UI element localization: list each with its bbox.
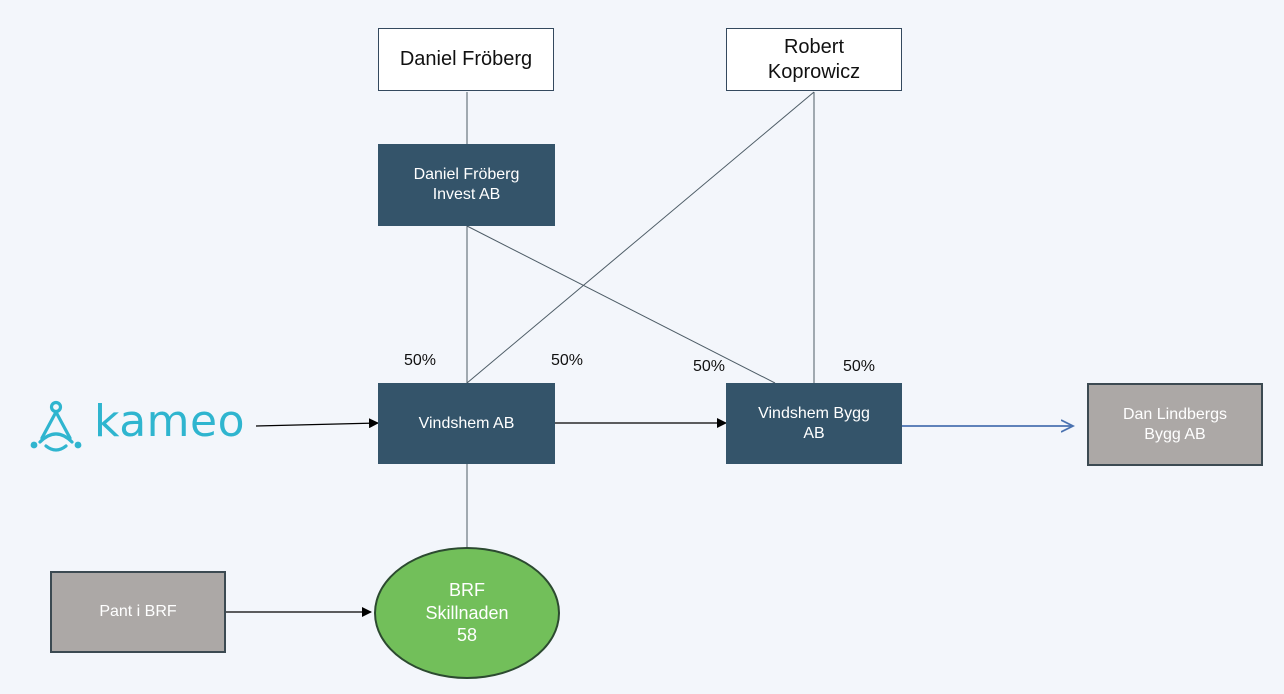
node-label: Robert Koprowicz <box>767 35 861 83</box>
node-daniel-froberg[interactable]: Daniel Fröberg <box>378 28 554 91</box>
node-label: BRF Skillnaden 58 <box>425 580 509 646</box>
node-brf-skillnaden-58[interactable]: BRF Skillnaden 58 <box>374 547 560 679</box>
node-label: Pant i BRF <box>99 603 177 620</box>
node-label: Vindshem Bygg AB <box>758 404 870 442</box>
arrow-kameo-to-vindshem <box>255 418 379 429</box>
node-label: Daniel Fröberg Invest AB <box>413 166 520 203</box>
pct-bygg-left: 50% <box>693 358 726 375</box>
line-robert-to-vindshem <box>466 91 815 384</box>
node-vindshem-bygg-ab[interactable]: Vindshem Bygg AB <box>726 383 902 464</box>
node-daniel-froberg-invest-ab[interactable]: Daniel Fröberg Invest AB <box>378 144 555 226</box>
node-label: Dan Lindbergs Bygg AB <box>1122 405 1228 443</box>
pct-vindshem-left: 50% <box>404 352 437 369</box>
node-label: Vindshem AB <box>418 414 515 432</box>
kameo-logo-icon <box>30 400 82 452</box>
node-robert-koprowicz[interactable]: Robert Koprowicz <box>726 28 902 91</box>
line-invest-to-bygg <box>466 225 776 384</box>
kameo-logo-text: kameo <box>94 396 246 447</box>
pct-bygg-right: 50% <box>843 358 876 375</box>
node-vindshem-ab[interactable]: Vindshem AB <box>378 383 555 464</box>
pct-vindshem-right: 50% <box>551 352 584 369</box>
node-pant-i-brf[interactable]: Pant i BRF <box>50 571 226 653</box>
node-dan-lindbergs-bygg-ab[interactable]: Dan Lindbergs Bygg AB <box>1087 383 1263 466</box>
node-label: Daniel Fröberg <box>399 48 533 70</box>
